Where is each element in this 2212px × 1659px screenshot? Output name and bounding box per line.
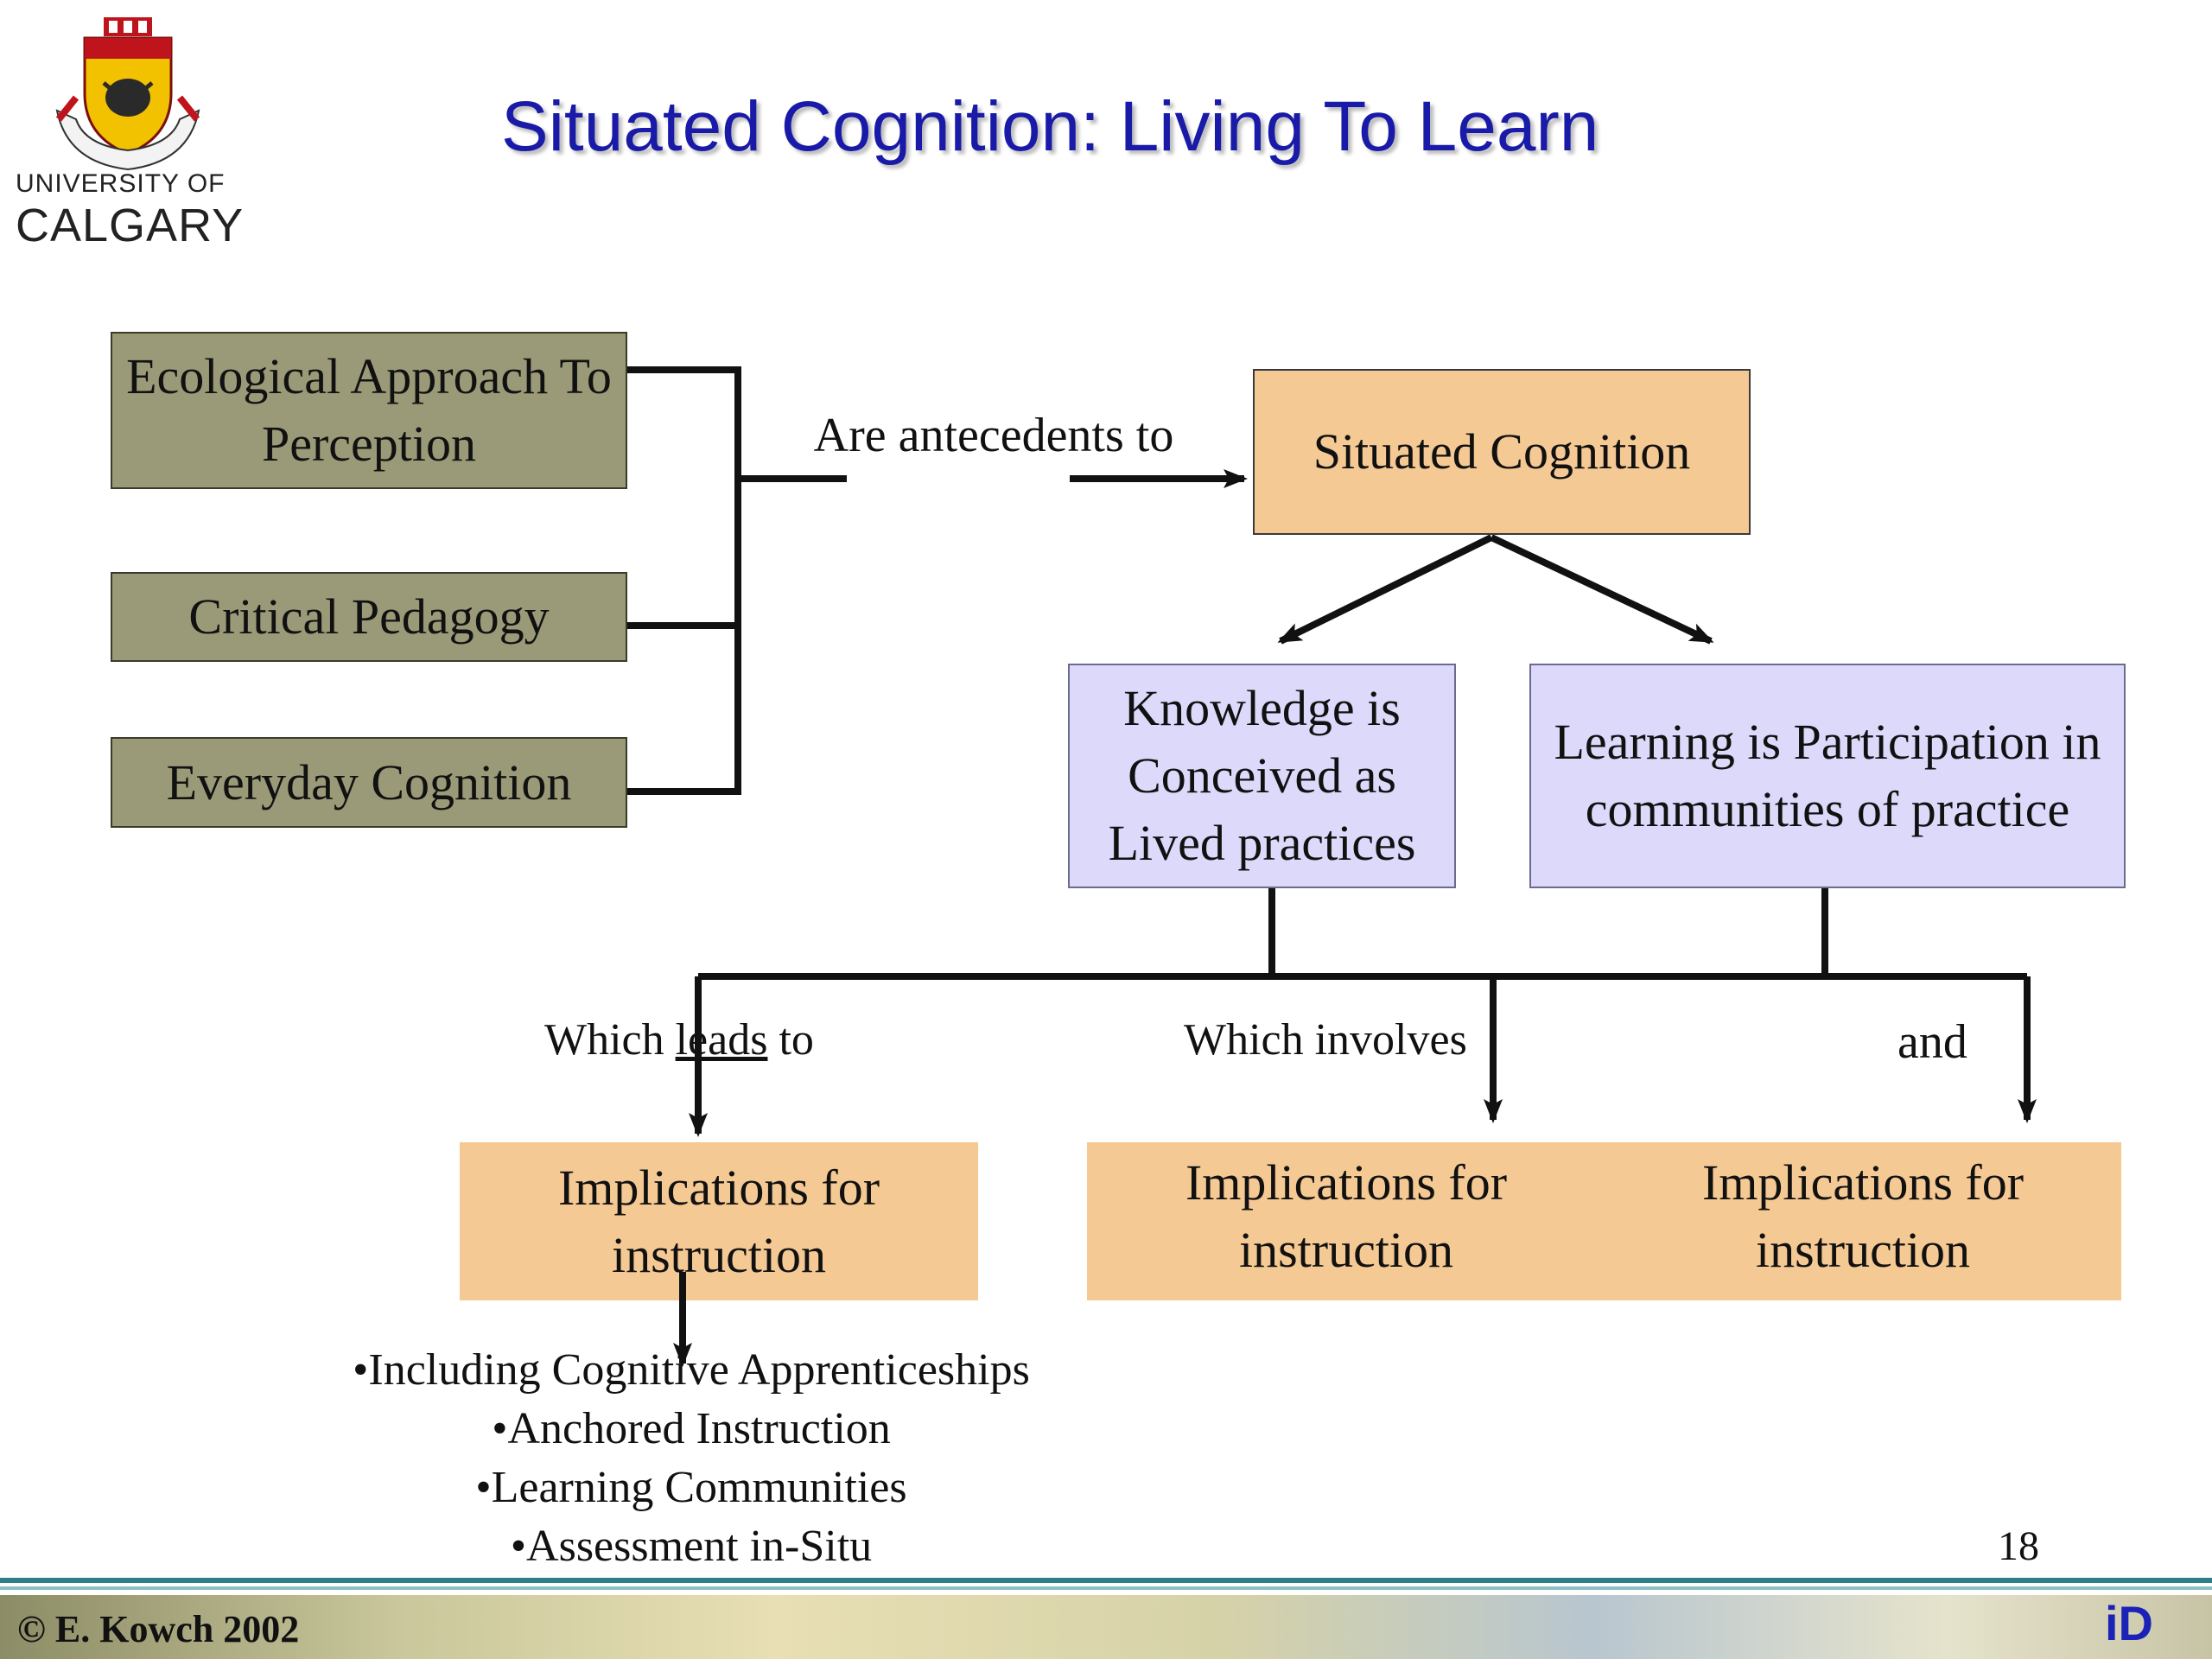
id-logo: iD — [2105, 1596, 2153, 1650]
everyday-cognition-box: Everyday Cognition — [111, 737, 627, 828]
situated-cognition-box: Situated Cognition — [1253, 369, 1751, 535]
bullet-item: •Including Cognitive Apprenticeships — [353, 1345, 1030, 1395]
leads-underlined: leads — [675, 1015, 768, 1065]
footer-band — [0, 1595, 2212, 1659]
bullet-list: •Including Cognitive Apprenticeships •An… — [259, 1341, 1123, 1576]
footer-rule — [0, 1578, 2212, 1590]
crest-icon — [55, 17, 200, 171]
learning-box: Learning is Participation in communities… — [1529, 664, 2126, 888]
antecedents-label: Are antecedents to — [813, 409, 1174, 462]
calgary-text: CALGARY — [16, 200, 245, 251]
critical-pedagogy-box: Critical Pedagogy — [111, 572, 627, 662]
which-involves-label: Which involves — [1184, 1015, 1467, 1065]
and-label: and — [1897, 1015, 1967, 1069]
university-of-text: UNIVERSITY OF — [16, 169, 226, 198]
bullet-item: •Learning Communities — [475, 1463, 907, 1512]
implications-box-2: Implications for instruction — [1185, 1154, 1508, 1278]
implications-box-3: Implications for instruction — [1701, 1154, 2024, 1278]
slide-title: Situated Cognition: Living To Learn — [501, 87, 1599, 166]
copyright-text: © E. Kowch 2002 — [17, 1608, 300, 1650]
university-logo: UNIVERSITY OF CALGARY — [16, 16, 245, 251]
bullet-item: •Assessment in-Situ — [510, 1522, 873, 1571]
implications-box-combined — [1087, 1142, 2121, 1300]
to-suffix: to — [767, 1015, 814, 1065]
which-leads-to-label: Which leads to — [544, 1007, 907, 1073]
which-prefix: Which — [544, 1015, 676, 1065]
implications-box-1: Implications for instruction — [460, 1142, 978, 1300]
ecological-approach-box: Ecological Approach To Perception — [111, 332, 627, 489]
bullet-item: •Anchored Instruction — [492, 1404, 891, 1453]
page-number: 18 — [1998, 1523, 2039, 1569]
knowledge-box: Knowledge is Conceived as Lived practice… — [1068, 664, 1456, 888]
